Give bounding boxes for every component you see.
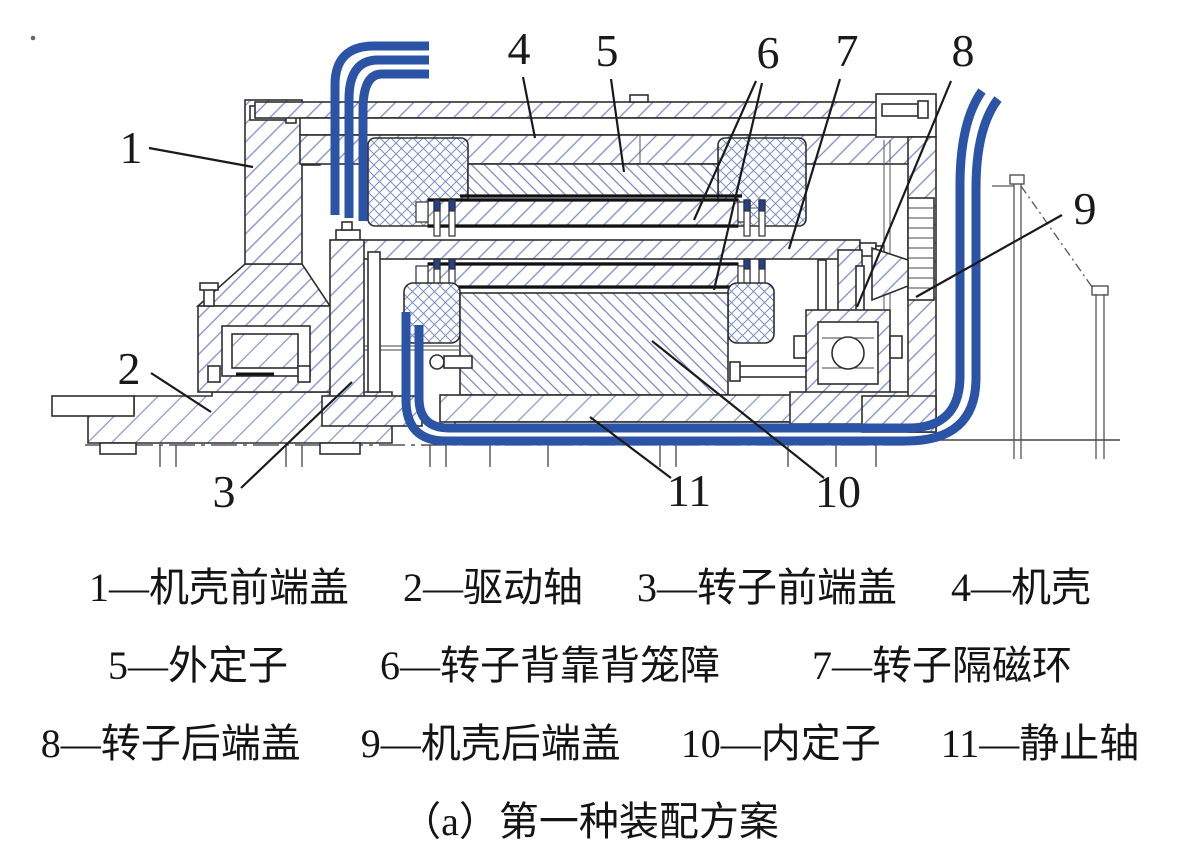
legend-item: 1—机壳前端盖 [89,565,349,610]
callout-8: 8 [952,25,975,76]
parts-legend: 1—机壳前端盖 2—驱动轴 3—转子前端盖 4—机壳 5—外定子 6—转子背靠背… [0,545,1180,779]
legend-item: 8—转子后端盖 [40,721,301,766]
left-bearing-assembly [195,263,333,393]
legend-item: 9—机壳后端盖 [360,721,621,766]
legend-item: 2—驱动轴 [403,565,583,610]
callout-5: 5 [596,25,619,76]
stator-cable-bundle-right [401,88,1002,446]
callout-3: 3 [213,466,236,517]
motor-assembly-cross-section: 1 2 3 4 5 6 7 8 9 10 11 [30,23,1120,517]
callout-6: 6 [757,27,780,78]
legend-item: 6—转子背靠背笼障 [380,643,720,688]
rotor-cage-barrier-upper [415,198,766,237]
legend-line-1: 1—机壳前端盖 2—驱动轴 3—转子前端盖 4—机壳 [0,545,1180,623]
rear-ball-bearing [822,336,874,370]
callout-labels: 1 2 3 4 5 6 7 8 9 10 11 [118,23,1097,517]
legend-item: 10—内定子 [680,721,881,766]
callout-11: 11 [667,465,711,516]
legend-item: 7—转子隔磁环 [812,643,1072,688]
cover-fins [907,197,935,301]
legend-item: 11—静止轴 [940,721,1140,766]
stator-cable-bundle-left [330,41,429,221]
callout-4: 4 [508,23,531,74]
callout-7: 7 [836,25,859,76]
rotor-cage-barrier-lower [415,258,766,298]
inner-stator [364,282,841,396]
legend-item: 3—转子前端盖 [637,565,897,610]
callout-10: 10 [815,466,861,517]
legend-item: 5—外定子 [108,643,288,688]
legend-item: 4—机壳 [951,565,1091,610]
casing-rear-cap [875,93,937,138]
outer-casing [254,94,937,165]
legend-line-2: 5—外定子 6—转子背靠背笼障 7—转子隔磁环 [0,623,1180,701]
axis-centerline [85,444,905,467]
callout-9: 9 [1074,183,1097,234]
legend-line-3: 8—转子后端盖 9—机壳后端盖 10—内定子 11—静止轴 [0,701,1180,779]
figure-caption: （a）第一种装配方案 [401,799,779,844]
stray-dot [30,35,36,41]
callout-1: 1 [120,122,143,173]
leader-lines [148,76,1063,489]
callout-2: 2 [118,343,141,394]
